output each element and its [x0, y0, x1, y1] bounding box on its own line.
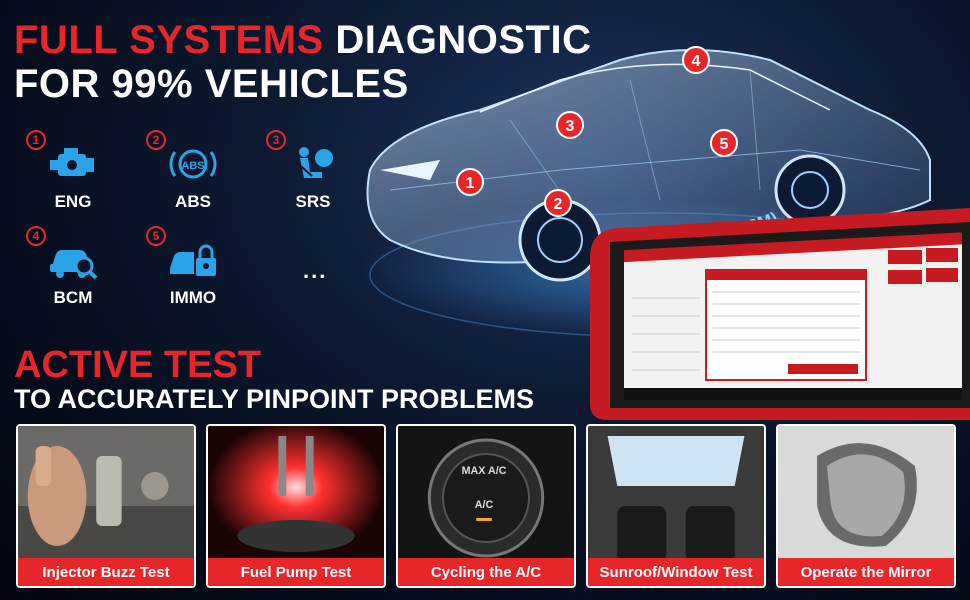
svg-text:5: 5 [720, 136, 729, 153]
ac-knob-photo: MAX A/C A/C [398, 426, 574, 562]
active-test-subtitle: TO ACCURATELY PINPOINT PROBLEMS [14, 384, 535, 414]
test-card-fuel-pump: Fuel Pump Test [206, 424, 386, 588]
headline-white-text: DIAGNOSTIC [323, 18, 592, 62]
car-marker: 2 [544, 189, 572, 217]
system-number: 5 [146, 226, 166, 246]
system-abs: 2 ABS ABS [146, 130, 226, 220]
car-marker: 4 [682, 46, 710, 74]
system-number: 3 [266, 130, 286, 150]
system-eng: 1 ENG [26, 130, 106, 220]
test-card-sunroof: Sunroof/Window Test [586, 424, 766, 588]
engine-icon [50, 148, 94, 176]
svg-text:A/C: A/C [475, 499, 494, 511]
abs-icon: ABS [169, 149, 217, 179]
system-label: BCM [53, 288, 93, 307]
svg-text:3: 3 [566, 118, 575, 135]
test-card-mirror: Operate the Mirror [776, 424, 956, 588]
fuel-pump-photo [208, 426, 384, 562]
immobilizer-lock-icon [170, 244, 216, 276]
system-srs: 3 SRS [266, 130, 346, 220]
system-number: 4 [26, 226, 46, 246]
test-caption: Injector Buzz Test [18, 558, 194, 586]
svg-text:MAX A/C: MAX A/C [462, 465, 507, 477]
car-marker: 3 [556, 111, 584, 139]
car-marker: 1 [456, 168, 484, 196]
system-number: 2 [146, 130, 166, 150]
svg-text:4: 4 [692, 53, 701, 70]
system-number: 1 [26, 130, 46, 150]
system-label: IMMO [169, 288, 217, 307]
car-search-icon [50, 250, 98, 280]
mirror-photo [778, 426, 954, 562]
test-card-injector: Injector Buzz Test [16, 424, 196, 588]
headline-line-1: FULL SYSTEMS DIAGNOSTIC [14, 20, 591, 60]
system-immo: 5 IMMO [146, 226, 226, 316]
system-label: SRS [295, 192, 331, 211]
active-test-title: ACTIVE TEST [14, 344, 262, 386]
headline-line-2: FOR 99% VEHICLES [14, 62, 409, 106]
system-bcm: 4 BCM [26, 226, 106, 316]
svg-text:2: 2 [554, 196, 563, 213]
test-caption: Cycling the A/C [398, 558, 574, 586]
system-label: ABS [175, 192, 211, 211]
sunroof-photo [588, 426, 764, 562]
svg-text:ABS: ABS [181, 160, 204, 172]
more-systems-ellipsis: ... [303, 258, 328, 283]
diagnostic-tablet-illustration [590, 208, 970, 420]
test-caption: Operate the Mirror [778, 558, 954, 586]
test-card-ac: MAX A/C A/C Cycling the A/C [396, 424, 576, 588]
car-marker: 5 [710, 129, 738, 157]
system-label: ENG [54, 192, 92, 211]
headline-red-text: FULL SYSTEMS [14, 18, 324, 62]
airbag-icon [295, 147, 333, 178]
injector-photo [18, 426, 194, 562]
test-caption: Fuel Pump Test [208, 558, 384, 586]
test-caption: Sunroof/Window Test [588, 558, 764, 586]
svg-text:1: 1 [466, 175, 475, 192]
